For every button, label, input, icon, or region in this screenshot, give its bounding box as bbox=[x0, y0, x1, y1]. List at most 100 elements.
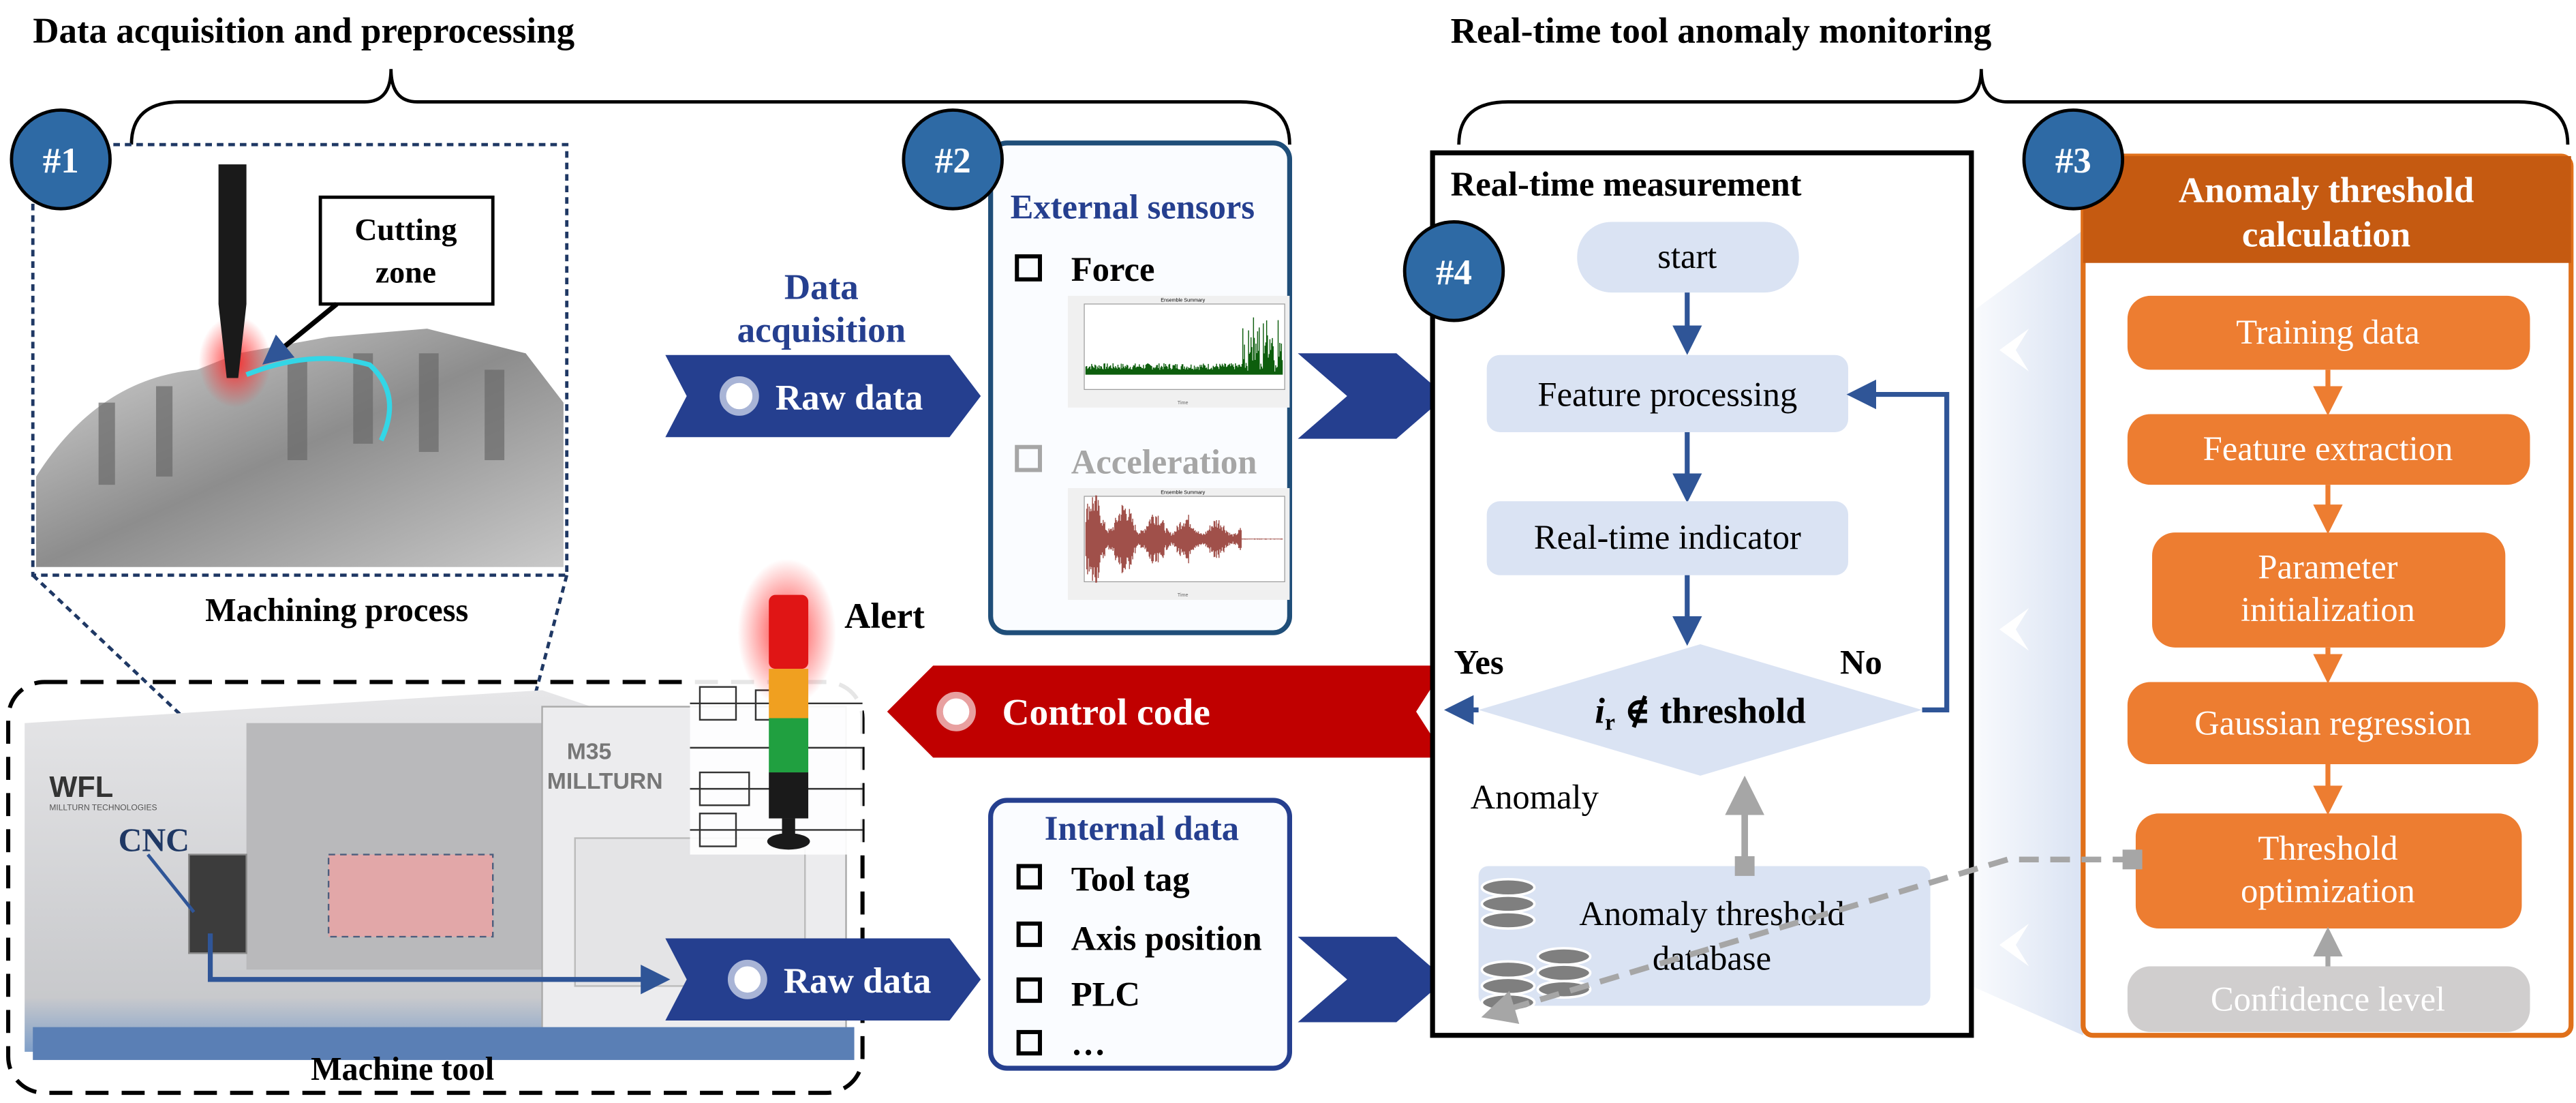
circle-bullet-icon bbox=[719, 376, 759, 416]
threshold-database-node bbox=[1478, 866, 1931, 1006]
callout-arrow bbox=[262, 302, 339, 365]
realtime-indicator-label: Real-time indicator bbox=[1534, 518, 1801, 556]
no-label: No bbox=[1840, 643, 1882, 681]
realtime-indicator-node bbox=[1486, 501, 1849, 575]
threshold-calculation-header bbox=[2083, 156, 2571, 263]
raw-data-arrow-top: Raw data bbox=[665, 354, 981, 438]
control-code-arrow: Control code bbox=[887, 665, 1446, 758]
internal-item-plc: PLC bbox=[1071, 975, 1140, 1013]
cnc-panel bbox=[188, 853, 247, 954]
alert-label: Alert bbox=[844, 596, 925, 636]
badge-2-label: #2 bbox=[935, 141, 971, 181]
end-mill-tool-icon bbox=[218, 164, 247, 378]
yes-label: Yes bbox=[1454, 643, 1503, 681]
circle-bullet-icon bbox=[936, 691, 976, 731]
external-sensors-title: External sensors bbox=[1011, 188, 1255, 226]
cnc-data-line bbox=[207, 933, 671, 995]
step-feature-extraction bbox=[2127, 414, 2530, 485]
step-confidence-label: Confidence level bbox=[2211, 980, 2445, 1018]
force-label: Force bbox=[1071, 250, 1155, 288]
raw-data-arrow-bottom: Raw data bbox=[665, 938, 981, 1021]
machining-process-panel: Cutting zone Machining process bbox=[31, 142, 569, 629]
cutting-area-highlight bbox=[327, 853, 494, 938]
checkbox-acceleration bbox=[1015, 444, 1042, 472]
machine-tool-caption: Machine tool bbox=[311, 1051, 494, 1087]
checkbox-force bbox=[1015, 254, 1042, 282]
step-parameter-label-2: initialization bbox=[2241, 590, 2415, 629]
step-gaussian-label: Gaussian regression bbox=[2194, 704, 2471, 742]
badge-4-label: #4 bbox=[1436, 253, 1472, 292]
internal-item-tool-tag: Tool tag bbox=[1071, 860, 1190, 898]
threshold-calc-title-2: calculation bbox=[2242, 215, 2410, 255]
chevron-left-icons bbox=[1999, 329, 2029, 967]
cnc-pointer bbox=[147, 853, 196, 913]
cutting-zone-label-2: zone bbox=[375, 255, 436, 290]
internal-data-title: Internal data bbox=[1045, 809, 1239, 847]
machine-brand: WFL bbox=[49, 771, 113, 804]
acceleration-waveform bbox=[1085, 495, 1283, 583]
step-gaussian-regression bbox=[2127, 682, 2539, 764]
internal-data-box bbox=[988, 798, 1293, 1071]
force-chart: Ensemble Summary Time bbox=[1067, 295, 1290, 408]
internal-item-more: … bbox=[1071, 1025, 1106, 1063]
step-parameter-initialization bbox=[2152, 532, 2506, 648]
condition-label: ir ∉ threshold bbox=[1595, 692, 1806, 736]
control-code-label: Control code bbox=[1002, 691, 1210, 733]
step-threshold-optimization bbox=[2135, 813, 2522, 929]
left-section-title: Data acquisition and preprocessing bbox=[33, 12, 574, 51]
raw-data-label-bottom: Raw data bbox=[784, 961, 932, 1001]
acceleration-chart: Ensemble Summary Time bbox=[1067, 487, 1290, 600]
feature-processing-label: Feature processing bbox=[1537, 375, 1797, 413]
chevron-arrow-top bbox=[1298, 353, 1446, 439]
badge-3-label: #3 bbox=[2055, 141, 2091, 181]
left-brace bbox=[129, 69, 1291, 145]
machine-tool-panel: WFL MILLTURN TECHNOLOGIES M35 MILLTURN C… bbox=[6, 674, 865, 1096]
acceleration-chart-xlabel: Time bbox=[1178, 592, 1189, 598]
badge-1 bbox=[10, 108, 112, 211]
badge-2 bbox=[902, 108, 1004, 211]
step-threshold-label-2: optimization bbox=[2241, 871, 2415, 909]
machine-model-2: MILLTURN bbox=[547, 768, 663, 794]
fan-connector bbox=[1971, 230, 2083, 1036]
data-acquisition-label: Data bbox=[784, 268, 859, 307]
badge-4 bbox=[1402, 220, 1505, 322]
step-parameter-label: Parameter bbox=[2258, 548, 2397, 586]
alert-tower-icon bbox=[737, 558, 837, 850]
machine-model: M35 bbox=[567, 739, 612, 765]
cutting-zone-label: Cutting bbox=[354, 212, 457, 247]
acceleration-chart-title: Ensemble Summary bbox=[1161, 489, 1205, 495]
force-waveform bbox=[1085, 317, 1283, 375]
chevron-arrow-bottom bbox=[1298, 937, 1446, 1023]
circle-bullet-icon bbox=[727, 959, 767, 999]
internal-item-axis-position: Axis position bbox=[1071, 919, 1262, 957]
cutting-zone-callout bbox=[318, 195, 495, 306]
start-node bbox=[1577, 222, 1799, 293]
machine-brand-sub: MILLTURN TECHNOLOGIES bbox=[49, 802, 157, 812]
acceleration-label: Acceleration bbox=[1071, 442, 1257, 481]
right-section-title: Real-time tool anomaly monitoring bbox=[1451, 12, 1992, 51]
step-training-data bbox=[2127, 295, 2530, 370]
internal-data-list: Tool tag Axis position PLC … bbox=[1016, 860, 1262, 1063]
anomaly-label: Anomaly bbox=[1471, 778, 1599, 816]
threshold-calc-title: Anomaly threshold bbox=[2179, 171, 2474, 211]
badge-1-label: #1 bbox=[43, 141, 79, 181]
right-brace bbox=[1457, 69, 2570, 145]
no-loop-arrow bbox=[1846, 379, 1950, 713]
cnc-label: CNC bbox=[119, 823, 189, 859]
machining-process-caption: Machining process bbox=[205, 592, 468, 629]
data-acquisition-label-2: acquisition bbox=[737, 310, 906, 350]
start-label: start bbox=[1657, 237, 1717, 275]
step-training-data-label: Training data bbox=[2236, 313, 2419, 351]
realtime-measurement-title: Real-time measurement bbox=[1451, 165, 1802, 203]
badge-3 bbox=[2022, 108, 2125, 211]
step-feature-extraction-label: Feature extraction bbox=[2203, 429, 2453, 468]
step-threshold-label: Threshold bbox=[2258, 829, 2397, 867]
database-label: Anomaly threshold bbox=[1579, 894, 1844, 933]
force-chart-xlabel: Time bbox=[1178, 399, 1189, 406]
force-chart-title: Ensemble Summary bbox=[1161, 297, 1205, 303]
feature-processing-node bbox=[1486, 354, 1849, 433]
raw-data-label-top: Raw data bbox=[776, 378, 923, 417]
step-confidence-level bbox=[2127, 966, 2530, 1032]
threshold-to-database-arrow bbox=[1481, 856, 2133, 1024]
